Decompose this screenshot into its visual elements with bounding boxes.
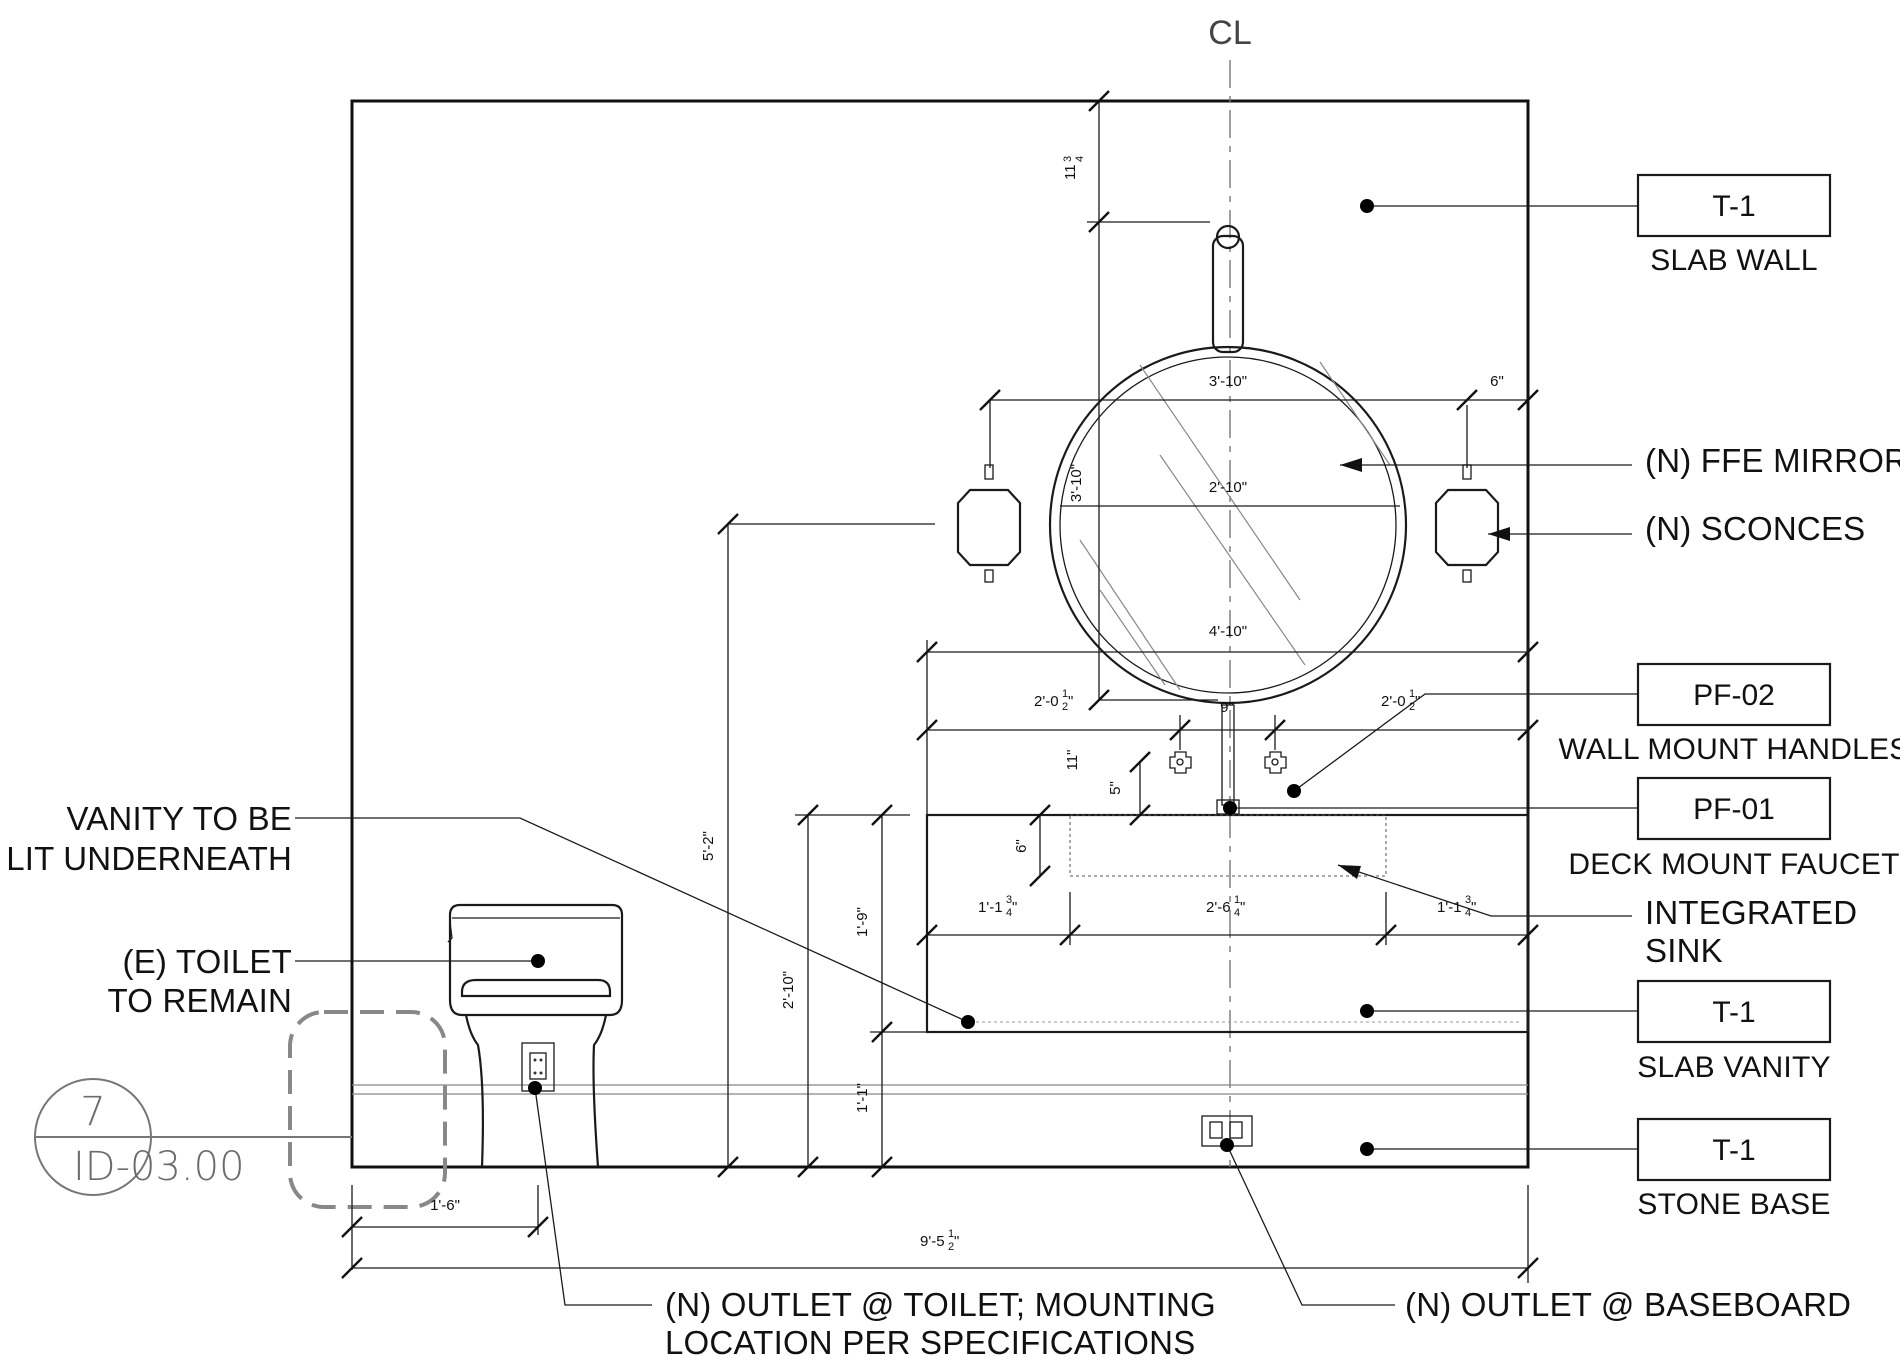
ffe-mirror [1048, 224, 1408, 705]
note-sconces: (N) SCONCES [1645, 510, 1865, 547]
svg-text:3: 3 [1062, 156, 1074, 162]
detail-boundary [288, 1010, 447, 1209]
dim-mirror-height: 3'-10" [1068, 464, 1085, 502]
tag-slab-wall: T-1 SLAB WALL [1636, 173, 1832, 277]
note-outlet-toilet-2: LOCATION PER SPECIFICATIONS [665, 1324, 1195, 1361]
sconce-right [1434, 464, 1500, 583]
mirror-glare-2 [1159, 454, 1306, 666]
mirror-hook [1215, 224, 1241, 250]
tag-deck-mount-faucet-code: PF-01 [1693, 793, 1775, 826]
reference-sheet: ID-03.00 [73, 1144, 245, 1190]
reference-number: 7 [80, 1089, 105, 1135]
note-integrated-sink-1: INTEGRATED [1645, 894, 1857, 931]
deck-mount-faucet [1216, 704, 1240, 815]
svg-text:2: 2 [1409, 701, 1415, 713]
svg-text:": " [1415, 693, 1420, 710]
dim-vanity-width: 4'-10" [1209, 623, 1247, 640]
dim-toilet-outlet-offset: 1'-6" [430, 1197, 460, 1214]
dim-sink-left: 1'-1 [978, 899, 1003, 916]
dim-sink-width: 2'-6 [1206, 899, 1231, 916]
svg-text:3: 3 [1006, 894, 1012, 906]
svg-text:": " [1068, 693, 1073, 710]
dim-overall-width: 9'-5 [920, 1233, 945, 1250]
dim-mirror-width: 3'-10" [1209, 373, 1247, 390]
wall-handle-left [1169, 751, 1192, 774]
tag-deck-mount-faucet: PF-01 DECK MOUNT FAUCET [1568, 776, 1899, 881]
dim-vanity-thickness: 1'-9" [854, 907, 871, 937]
tag-slab-vanity: T-1 SLAB VANITY [1636, 979, 1832, 1084]
mirror-glare-1 [1139, 364, 1301, 601]
svg-text:": " [954, 1233, 959, 1250]
leaders [295, 199, 1638, 1306]
svg-text:1: 1 [1409, 688, 1415, 700]
note-vanity-lit-2: LIT UNDERNEATH [6, 840, 292, 877]
dim-sconce-spacing: 2'-10" [1209, 479, 1247, 496]
tag-stone-base: T-1 STONE BASE [1636, 1117, 1832, 1221]
dim-vanity-height: 2'-10" [780, 971, 797, 1009]
tag-wall-mount-handles: PF-02 WALL MOUNT HANDLES [1559, 662, 1900, 766]
mirror-glare-5 [1099, 589, 1166, 686]
tag-slab-wall-code: T-1 [1712, 190, 1755, 223]
svg-text:4: 4 [1465, 907, 1471, 919]
dim-top-to-mirror-whole: 11 [1062, 164, 1079, 180]
dim-vanity-clearance: 1'-1" [854, 1083, 871, 1113]
svg-text:": " [1471, 899, 1476, 916]
svg-text:4: 4 [1074, 156, 1086, 162]
svg-text:2: 2 [1062, 701, 1068, 713]
note-ffe-mirror: (N) FFE MIRROR [1645, 442, 1900, 479]
svg-text:1: 1 [948, 1228, 954, 1240]
tag-stone-base-code: T-1 [1712, 1134, 1755, 1167]
dim-mirror-to-handles: 11" [1064, 750, 1081, 771]
tag-slab-wall-label: SLAB WALL [1650, 244, 1817, 277]
mirror-glare-3 [1319, 361, 1391, 466]
note-vanity-lit-1: VANITY TO BE [66, 800, 292, 837]
tag-wall-mount-handles-code: PF-02 [1693, 679, 1775, 712]
integrated-sink [1069, 814, 1387, 877]
svg-text:1: 1 [1062, 688, 1068, 700]
svg-text:2: 2 [948, 1241, 954, 1253]
note-integrated-sink-2: SINK [1645, 932, 1723, 969]
svg-text:": " [1240, 899, 1245, 916]
mirror-frame-inner [1059, 356, 1397, 694]
note-toilet-2: TO REMAIN [107, 982, 292, 1019]
tag-slab-vanity-code: T-1 [1712, 996, 1755, 1029]
existing-toilet [447, 903, 624, 1168]
dimension-text: 11 3 4 3'-10" 6" 3'-10" 2'-10" 4'-10" 2'… [430, 156, 1504, 1253]
dimension-lines [341, 90, 1539, 1283]
tag-deck-mount-faucet-label: DECK MOUNT FAUCET [1568, 848, 1899, 881]
svg-text:4: 4 [1006, 907, 1012, 919]
tag-slab-vanity-label: SLAB VANITY [1637, 1051, 1830, 1084]
tag-stone-base-label: STONE BASE [1637, 1188, 1830, 1221]
mirror-frame-outer [1048, 345, 1408, 705]
dim-sconce-offset: 6" [1490, 373, 1504, 390]
wall-handle-right [1264, 751, 1287, 774]
note-toilet-1: (E) TOILET [123, 943, 292, 980]
dim-sconce-height: 5'-2" [700, 831, 717, 861]
note-outlet-baseboard: (N) OUTLET @ BASEBOARD [1405, 1286, 1851, 1323]
centerline-label: CL [1208, 14, 1251, 52]
dim-handle-spacing: 9" [1220, 699, 1234, 716]
detail-reference: 7 ID-03.00 [34, 1010, 447, 1209]
svg-text:": " [1012, 899, 1017, 916]
tag-wall-mount-handles-label: WALL MOUNT HANDLES [1559, 733, 1900, 766]
mirror-glare-4 [1079, 539, 1181, 691]
dim-handles-to-deck: 5" [1107, 781, 1124, 795]
dim-sink-right: 1'-1 [1437, 899, 1462, 916]
dim-handle-right: 2'-0 [1381, 693, 1406, 710]
svg-text:1: 1 [1234, 894, 1240, 906]
svg-text:4: 4 [1234, 907, 1240, 919]
dim-handle-left: 2'-0 [1034, 693, 1059, 710]
dim-sink-depth: 6" [1013, 839, 1030, 853]
wall-outline [350, 99, 1530, 1169]
note-outlet-toilet-1: (N) OUTLET @ TOILET; MOUNTING [665, 1286, 1216, 1323]
svg-text:3: 3 [1465, 894, 1471, 906]
sconce-left [956, 464, 1022, 583]
mirror-strap [1211, 234, 1245, 354]
